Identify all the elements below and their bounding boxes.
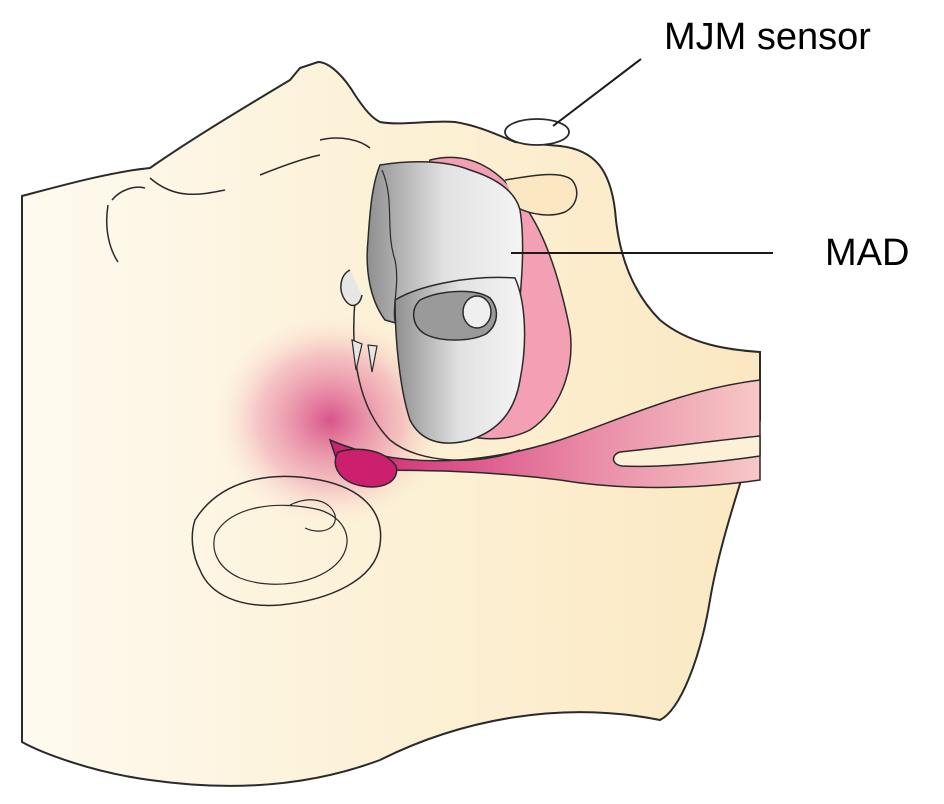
mad-label: MAD <box>825 234 909 272</box>
mjm-sensor-label: MJM sensor <box>664 18 871 56</box>
mjm-sensor <box>505 119 569 145</box>
mad-connector-pin <box>463 296 491 328</box>
mjm-leader-line <box>553 59 641 126</box>
